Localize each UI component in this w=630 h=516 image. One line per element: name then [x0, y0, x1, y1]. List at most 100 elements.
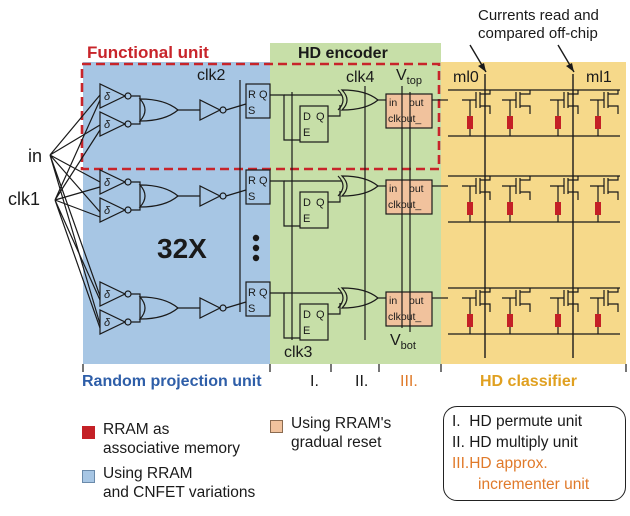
clk3-label: clk3 [284, 344, 313, 361]
variation-legend-line1: Using RRAM [103, 465, 193, 482]
hd-encoder-label: HD encoder [298, 45, 388, 62]
unit-key-iii-cont: incrementer unit [478, 476, 590, 493]
rs-latch [245, 281, 271, 317]
wire [225, 103, 247, 111]
delay-symbol: δ [104, 289, 111, 301]
roman-iii-label: III. [400, 373, 418, 390]
cnfet-transistor [462, 288, 491, 312]
rram-cell [555, 314, 561, 327]
or-gate [138, 184, 179, 208]
cnfet-transistor [462, 176, 491, 200]
section-ticks [82, 364, 627, 372]
roman-i-label: I. [310, 373, 319, 390]
cnfet-transistor [590, 176, 619, 200]
unit-key-i: I. HD permute unit [452, 413, 583, 430]
functional-unit-label: Functional unit [87, 43, 209, 62]
variation-legend-line2: and CNFET variations [103, 484, 256, 501]
ellipsis-dot [252, 254, 260, 262]
unit-key-box [443, 406, 626, 501]
latch-s-label: S [248, 191, 255, 203]
xor-gate [340, 175, 379, 197]
gradual-reset-swatch [270, 420, 283, 433]
incrementer-out-label: out [409, 97, 424, 109]
or-gate [138, 296, 179, 320]
xor-gate [340, 287, 379, 309]
inverter [199, 185, 222, 207]
inverter [199, 297, 222, 319]
vbot-label: Vbot [390, 332, 416, 352]
input-in-label: in [28, 146, 42, 166]
rram-cell [595, 314, 601, 327]
rram-cell [467, 116, 473, 129]
incrementer-out-label: out [409, 183, 424, 195]
dff-e-label: E [303, 213, 310, 225]
latch-r-label: R [248, 89, 256, 101]
incrementer-clkout-label: clkout_ [388, 113, 421, 125]
ml0-label: ml0 [453, 69, 479, 86]
rram-legend-line2: associative memory [103, 440, 240, 457]
hd-classifier-label: HD classifier [480, 373, 577, 390]
xor-gate-back [337, 175, 344, 197]
incrementer-in-label: in [389, 183, 397, 195]
d-flip-flop [299, 191, 329, 229]
dff-d-label: D [303, 309, 311, 321]
cnfet-transistor [550, 90, 579, 114]
currents-note-line2: compared off-chip [478, 25, 598, 42]
roman-ii-label: II. [355, 373, 369, 390]
delay-buffer [99, 309, 127, 335]
rs-latch [245, 169, 271, 205]
dff-d-label: D [303, 197, 311, 209]
rram-cell [595, 202, 601, 215]
delay-symbol: δ [104, 177, 111, 189]
vtop-label: Vtop [396, 67, 422, 87]
rram-legend-line1: RRAM as [103, 421, 170, 438]
incrementer-clkout-label: clkout_ [388, 311, 421, 323]
latch-q-label: Q [259, 89, 268, 101]
incrementer-clkout-label: clkout_ [388, 199, 421, 211]
clk2-label: clk2 [197, 67, 226, 84]
gradual-legend-line2: gradual reset [291, 434, 382, 451]
ellipsis-dot [252, 234, 260, 242]
ml0-arrowhead [478, 63, 486, 72]
incrementer-out-label: out [409, 295, 424, 307]
dff-q-label: Q [316, 309, 325, 321]
delay-buffer [99, 281, 127, 307]
delay-symbol: δ [104, 205, 111, 217]
rram-cell [467, 202, 473, 215]
approx-incrementer-block [385, 291, 433, 327]
clk4-label: clk4 [346, 69, 375, 86]
or-gate [138, 98, 179, 122]
delay-symbol: δ [104, 119, 111, 131]
rram-cell [595, 116, 601, 129]
approx-incrementer-block [385, 179, 433, 215]
xor-gate-back [337, 89, 344, 111]
latch-r-label: R [248, 175, 256, 187]
ellipsis-dot [252, 244, 260, 252]
delay-buffer [99, 83, 127, 109]
dff-e-label: E [303, 127, 310, 139]
input-fanout-wires [49, 94, 101, 329]
delay-symbol: δ [104, 91, 111, 103]
unit-key-ii: II. HD multiply unit [452, 434, 578, 451]
dff-d-label: D [303, 111, 311, 123]
d-flip-flop [299, 105, 329, 143]
rram-cell [555, 202, 561, 215]
replication-label: 32X [157, 233, 207, 264]
buffer-wire [131, 95, 141, 110]
currents-note-line1: Currents read and [478, 7, 599, 24]
dff-q-label: Q [316, 197, 325, 209]
buffer-wire [131, 181, 141, 196]
ml1-label: ml1 [586, 69, 612, 86]
cnfet-transistor [590, 90, 619, 114]
cnfet-transistor [502, 176, 531, 200]
latch-r-label: R [248, 287, 256, 299]
variation-swatch [82, 470, 95, 483]
random-projection-region [83, 62, 273, 364]
ml1-arrowhead [566, 63, 574, 72]
cnfet-transistor [502, 90, 531, 114]
rram-cell [507, 116, 513, 129]
cnfet-transistor [550, 176, 579, 200]
